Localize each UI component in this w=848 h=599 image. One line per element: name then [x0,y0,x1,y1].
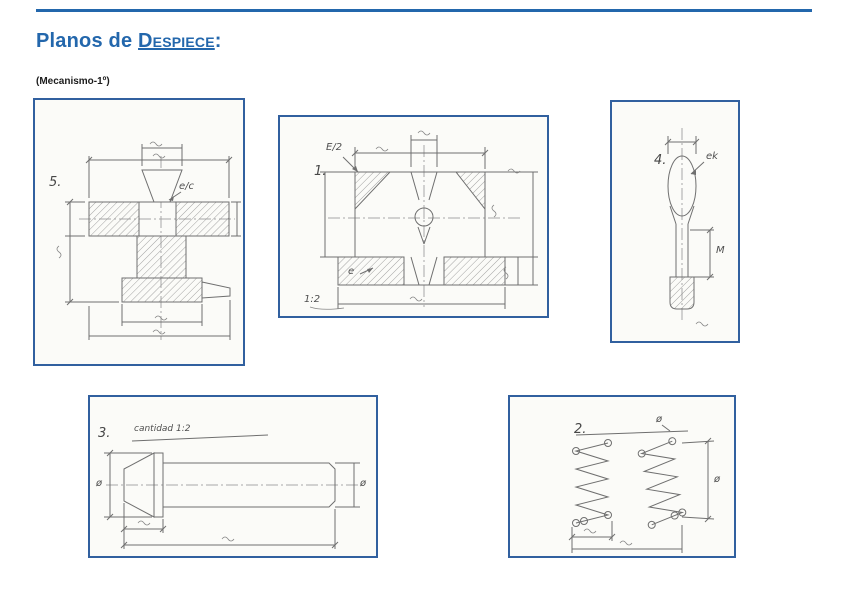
title-colon: : [214,30,222,52]
part-4-sketch [664,128,714,327]
top-divider [36,9,812,12]
drawing-number-2: 2. [574,422,587,437]
part-2-note-diameter-right: ø [714,474,721,485]
part-1-note-e2: E/2 [326,142,343,153]
part-1-note-e: e [348,266,355,277]
part-2-sketch [568,424,715,553]
page-title: Planos de Despiece: [36,30,222,53]
part-5-sketch [56,141,241,340]
drawing-frame-2: 2. ø ø [508,395,736,558]
drawing-frame-1: 1. E/2 e 1:2 [278,115,549,318]
drawing-frame-5: 5. e/c [33,98,245,366]
part-4-note-ek: ek [706,151,718,162]
page-subtitle: (Mecanismo-1º) [36,76,110,87]
title-emphasis: Despiece [138,30,215,52]
title-prefix: Planos de [36,30,139,52]
part-3-note-diameter-left: ø [96,478,103,489]
part-4-geometry [664,128,714,327]
part-1-note-scale: 1:2 [304,294,321,305]
part-3-sketch [104,434,362,549]
part-5-note-ec: e/c [179,181,195,192]
part-2-geometry [568,424,715,553]
drawing-number-4: 4. [654,153,667,168]
part-1-geometry [309,130,538,310]
part-3-note-cantidad: cantidad 1:2 [134,424,191,434]
drawing-frame-4: 4. ek M [610,100,740,343]
part-3-geometry [104,434,362,549]
part-5-geometry [56,141,241,340]
part-1-sketch [309,130,538,310]
drawing-frame-3: 3. cantidad 1:2 ø ø [88,395,378,558]
drawing-number-3: 3. [98,426,111,441]
part-2-note-diameter-top: ø [656,414,663,425]
drawing-number-5: 5. [49,175,62,190]
part-3-note-diameter-right: ø [360,478,367,489]
part-4-note-m: M [716,245,725,256]
drawing-number-1: 1. [314,164,327,179]
